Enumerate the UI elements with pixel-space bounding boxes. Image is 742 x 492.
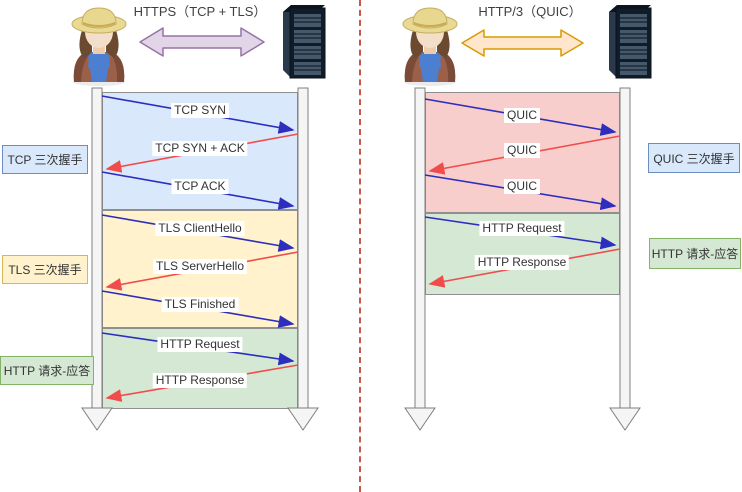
message-label: TLS Finished xyxy=(161,297,239,312)
message-label: QUIC xyxy=(504,143,540,158)
farmer-avatar-icon xyxy=(62,2,136,91)
phase-label-tcp-handshake: TCP 三次握手 xyxy=(2,145,88,174)
right-double-arrow-icon xyxy=(460,26,585,65)
server-lifeline-right xyxy=(609,87,641,431)
message-label: TCP SYN + ACK xyxy=(152,141,248,156)
farmer-avatar-icon xyxy=(393,2,467,91)
server-lifeline-left xyxy=(287,87,319,431)
right-panel-title: HTTP/3（QUIC） xyxy=(478,4,582,19)
message-label: QUIC xyxy=(504,108,540,123)
phase-label-quic-handshake: QUIC 三次握手 xyxy=(648,143,740,173)
phase-label-http-exchange-left: HTTP 请求-应答 xyxy=(0,356,94,385)
left-panel-title: HTTPS（TCP + TLS） xyxy=(133,4,267,19)
message-label: QUIC xyxy=(504,179,540,194)
message-label: HTTP Response xyxy=(152,373,248,388)
message-label: TCP ACK xyxy=(171,179,229,194)
phase-label-http-exchange-right: HTTP 请求-应答 xyxy=(649,238,741,269)
left-double-arrow-icon xyxy=(138,24,266,65)
client-lifeline-right xyxy=(404,87,436,431)
server-rack-icon xyxy=(277,2,329,87)
server-rack-icon xyxy=(603,2,655,87)
http-exchange-region-right xyxy=(425,213,620,295)
phase-label-tls-handshake: TLS 三次握手 xyxy=(2,255,88,284)
message-label: HTTP Request xyxy=(157,337,243,352)
message-label: HTTP Request xyxy=(479,221,565,236)
client-lifeline-left xyxy=(81,87,113,431)
message-label: TLS ClientHello xyxy=(155,221,245,236)
panel-separator-line xyxy=(359,0,361,492)
message-label: TCP SYN xyxy=(171,103,229,118)
message-label: TLS ServerHello xyxy=(152,259,248,274)
message-label: HTTP Response xyxy=(474,255,570,270)
